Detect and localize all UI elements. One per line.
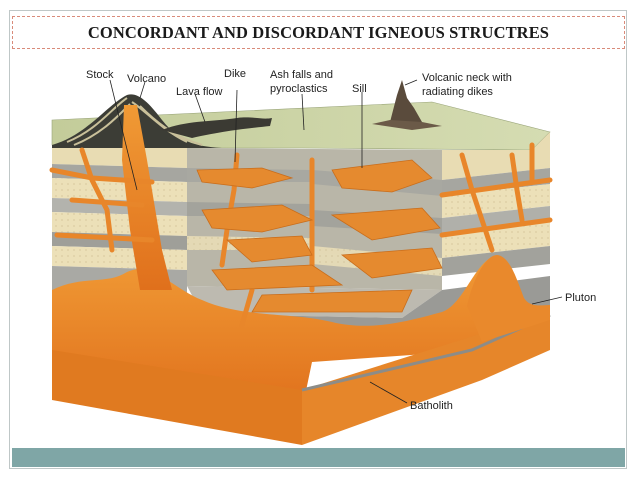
label-pluton: Pluton [565, 292, 596, 304]
label-volcanic-neck-1: Volcanic neck with [422, 72, 512, 84]
label-dike: Dike [224, 68, 246, 80]
label-lava-flow: Lava flow [176, 86, 223, 98]
label-volcano: Volcano [127, 73, 166, 85]
leader-lines [109, 79, 563, 404]
label-ash-falls-2: pyroclastics [270, 83, 328, 95]
footer-bar [12, 448, 625, 467]
label-ash-falls-1: Ash falls and [270, 69, 333, 81]
label-stock: Stock [86, 69, 114, 81]
pluton [467, 255, 550, 342]
label-volcanic-neck-2: radiating dikes [422, 86, 493, 98]
lava-flow [162, 117, 272, 138]
volcanic-neck [372, 80, 442, 130]
igneous-structures-diagram: Stock Volcano Lava flow Dike Ash falls a… [49, 68, 596, 445]
label-sill: Sill [352, 83, 367, 95]
batholith-right-front [302, 312, 550, 445]
stock [122, 105, 172, 290]
sills [196, 159, 443, 313]
batholith-front [52, 350, 302, 445]
title-box: CONCORDANT AND DISCORDANT IGNEOUS STRUCT… [12, 16, 625, 49]
label-batholith: Batholith [410, 400, 453, 412]
slide-title: CONCORDANT AND DISCORDANT IGNEOUS STRUCT… [87, 22, 550, 42]
